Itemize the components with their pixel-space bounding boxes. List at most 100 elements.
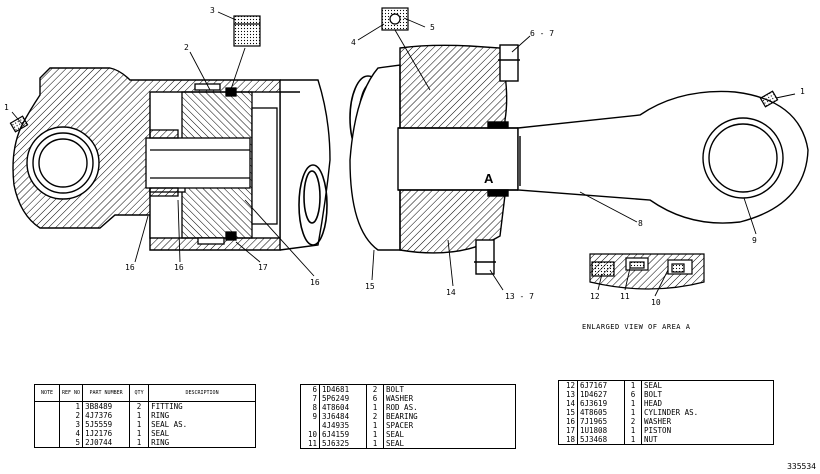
cell-qty: 1 bbox=[366, 403, 384, 412]
cell-description: BOLT bbox=[641, 390, 774, 399]
cell-description: PISTON bbox=[641, 426, 774, 435]
cell-description: SPACER bbox=[383, 421, 516, 430]
seal-assembly-3 bbox=[233, 15, 261, 47]
cell-description: HEAD bbox=[641, 399, 774, 408]
header-part-number: PART NUMBER bbox=[82, 384, 130, 402]
callout-3: 3 bbox=[210, 6, 215, 15]
cell-note bbox=[35, 420, 60, 429]
cell-ref-no: 16 bbox=[565, 417, 575, 426]
cell-ref-no: 7 bbox=[312, 394, 317, 403]
cell-part-number: 1D4627 bbox=[577, 390, 625, 399]
cell-ref-no: 6 bbox=[312, 385, 317, 394]
callout-16-b: 16 bbox=[174, 263, 184, 272]
callout-10: 10 bbox=[651, 298, 661, 307]
enlarged-view-caption: ENLARGED VIEW OF AREA A bbox=[582, 323, 691, 331]
header-ref-no: REF NO bbox=[58, 384, 83, 402]
cell-description: WASHER bbox=[383, 394, 516, 403]
cell-ref-no: 10 bbox=[307, 430, 317, 439]
cell-note bbox=[35, 402, 60, 412]
cell-ref-no: 17 bbox=[565, 426, 575, 435]
area-a-label: A bbox=[484, 171, 494, 186]
cell-part-number: 4T8605 bbox=[577, 408, 625, 417]
cell-part-number: 6J4159 bbox=[319, 430, 367, 439]
cell-ref-no: 3 bbox=[58, 420, 83, 429]
callout-1-left: 1 bbox=[4, 103, 9, 112]
cell-description: WASHER bbox=[641, 417, 774, 426]
cell-qty: 2 bbox=[624, 417, 642, 426]
callout-16-a: 16 bbox=[125, 263, 135, 272]
piston-section bbox=[145, 83, 278, 245]
cell-qty: 1 bbox=[624, 399, 642, 408]
cell-qty: 1 bbox=[624, 380, 642, 390]
cell-ref-no: 4 bbox=[58, 429, 83, 438]
cell-description: SEAL bbox=[383, 430, 516, 439]
grease-fitting-left bbox=[9, 115, 29, 133]
callout-6-7: 6 - 7 bbox=[530, 29, 554, 38]
cell-description: RING bbox=[148, 438, 256, 448]
cylinder-head-section bbox=[349, 44, 520, 275]
callout-2: 2 bbox=[184, 43, 189, 52]
cell-description: SEAL bbox=[641, 380, 774, 390]
cell-note bbox=[35, 429, 60, 438]
cell-ref-no: 9 bbox=[312, 412, 317, 421]
cell-part-number: 4T8604 bbox=[319, 403, 367, 412]
cell-ref-no: 18 bbox=[565, 435, 575, 444]
callout-13-7: 13 - 7 bbox=[505, 292, 534, 301]
figure-number: 335534 bbox=[787, 462, 816, 471]
callout-9: 9 bbox=[752, 236, 757, 245]
cell-description: BOLT bbox=[383, 384, 516, 394]
callout-1-right: 1 bbox=[800, 87, 805, 96]
cell-part-number: 7J1965 bbox=[577, 417, 625, 426]
cell-qty: 1 bbox=[366, 439, 384, 449]
cell-description: SEAL bbox=[148, 429, 256, 438]
cell-description: ROD AS. bbox=[383, 403, 516, 412]
cell-part-number: 5P6249 bbox=[319, 394, 367, 403]
enlarged-view-area-a bbox=[589, 253, 705, 290]
cell-qty: 2 bbox=[366, 384, 384, 394]
cell-part-number: 2J0744 bbox=[82, 438, 130, 448]
cell-ref-no: 5 bbox=[58, 438, 83, 448]
rod-assembly bbox=[517, 90, 809, 224]
cell-ref-no: 11 bbox=[307, 439, 317, 448]
cell-description: FITTING bbox=[148, 401, 256, 411]
cell-description: CYLINDER AS. bbox=[641, 408, 774, 417]
callout-12: 12 bbox=[590, 292, 600, 301]
grease-fitting-right bbox=[759, 90, 779, 108]
callout-8: 8 bbox=[638, 219, 643, 228]
cell-qty: 2 bbox=[366, 412, 384, 421]
callout-14: 14 bbox=[446, 288, 456, 297]
cell-qty: 1 bbox=[129, 411, 149, 420]
cell-description: SEAL bbox=[383, 439, 516, 449]
cell-qty: 1 bbox=[624, 435, 642, 445]
cell-description: RING bbox=[148, 411, 256, 420]
cell-qty: 2 bbox=[129, 401, 149, 411]
cell-part-number: 6J3619 bbox=[577, 399, 625, 408]
callout-11: 11 bbox=[620, 292, 630, 301]
cell-part-number: 4J7376 bbox=[82, 411, 130, 420]
cell-description: BEARING bbox=[383, 412, 516, 421]
cell-ref-no: 13 bbox=[565, 390, 575, 399]
cell-qty: 1 bbox=[129, 429, 149, 438]
cell-qty: 1 bbox=[624, 426, 642, 435]
cell-qty: 1 bbox=[624, 408, 642, 417]
cell-part-number: 1U1808 bbox=[577, 426, 625, 435]
cell-part-number: 5J6325 bbox=[319, 439, 367, 449]
cell-qty: 6 bbox=[366, 394, 384, 403]
